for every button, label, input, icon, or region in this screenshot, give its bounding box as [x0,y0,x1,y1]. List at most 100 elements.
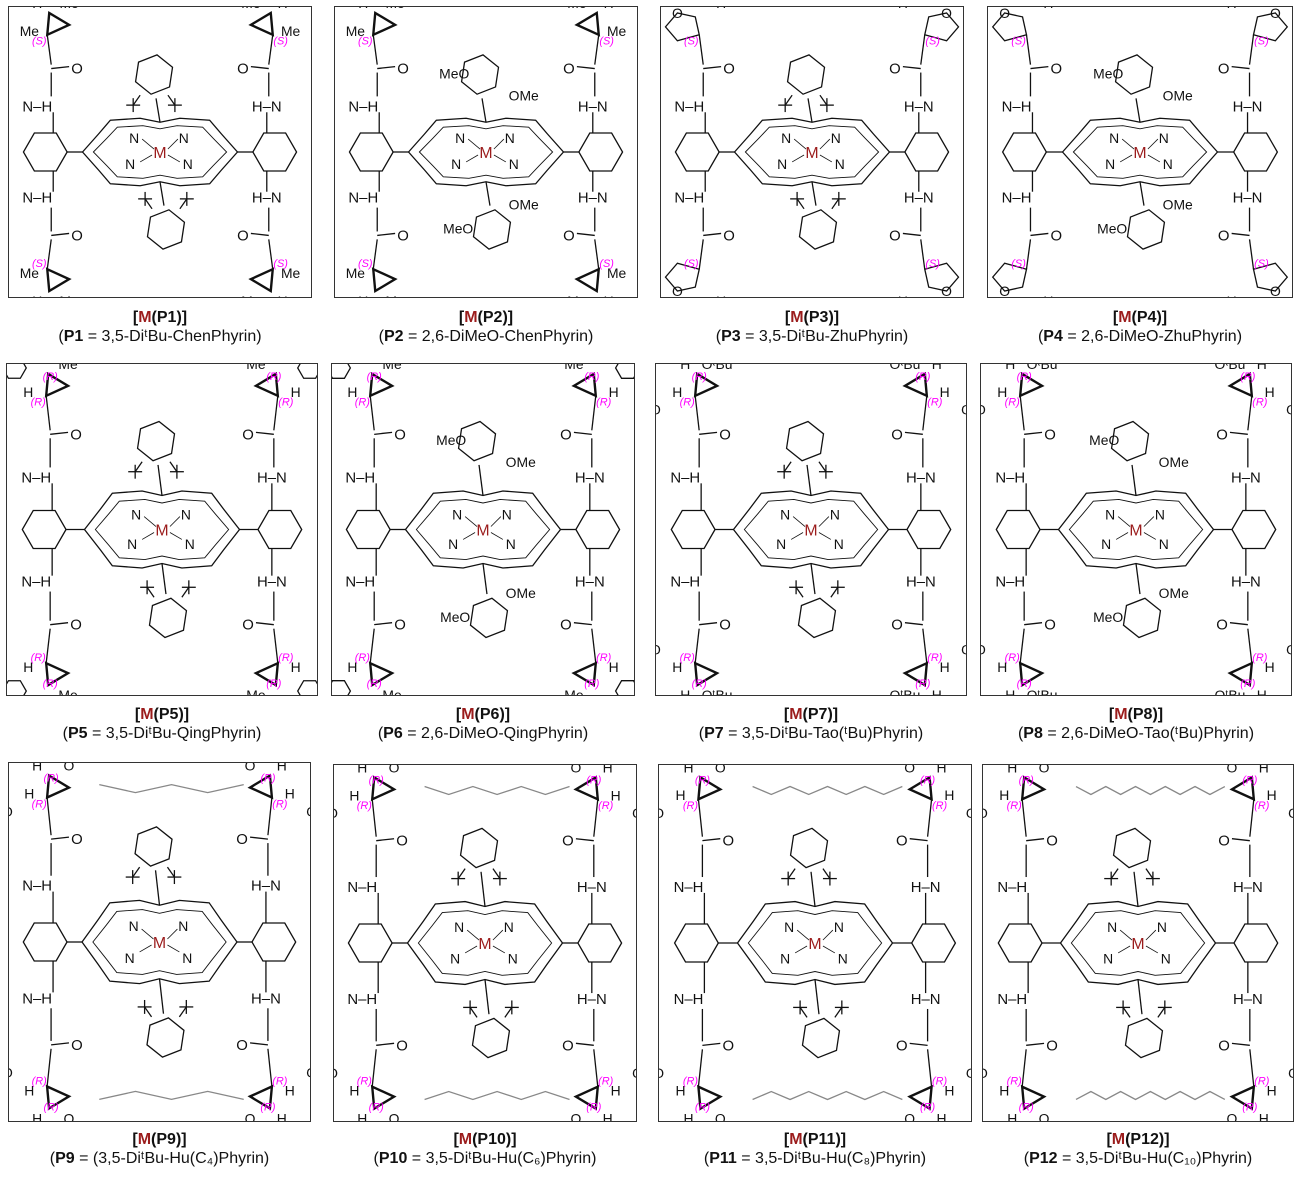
substituent-label: H [278,293,288,297]
phenyl-ring [1232,132,1279,172]
nitrogen-atom: N [830,506,840,522]
coordination-bond [1115,532,1129,540]
substituent-label: H [944,1083,954,1099]
substituent-label: H [357,765,367,775]
cyclopropane-ring [248,267,275,294]
meso-aryl-top [126,54,182,123]
chiral-arm: OHHO(R)(R) [245,1048,310,1121]
ring-oxygen-label: O [941,7,952,21]
coordination-bond [791,154,805,163]
nitrogen-atom: N [125,950,135,966]
caption-p3: [M(P3)] (P3 = 3,5-DiᵗBu-ZhuPhyrin) [716,308,908,346]
amide-nh-label: H–N [1233,992,1263,1008]
bond [376,838,395,842]
meso-aryl-bottom [140,563,196,639]
cyclopropane-ring [1020,1084,1047,1111]
carbonyl-oxygen: O [889,62,901,78]
carbonyl-oxygen: O [71,228,83,244]
substituent-label: H [604,293,614,297]
tert-butyl-bond [132,94,141,106]
bond [46,1048,52,1087]
carbonyl-oxygen: O [560,427,572,443]
amide-nh-label: N–H [22,991,52,1007]
bond [1026,838,1045,842]
stereo-descriptor: (S) [32,36,47,48]
bond [699,622,718,626]
metal-center: M [155,522,168,539]
bond [576,65,595,70]
right-phenyl-unit: H–NOOᵗBuHHO(R)(R)H–NOOᵗBuHHO(R)(R) [1213,364,1291,695]
chiral-arm: OHHO(R)(R) [659,765,726,837]
right-phenyl-unit: H–NOOHHO(R)(R)H–NOOHHO(R)(R) [892,765,971,1121]
ring-oxygen-label: O [941,283,952,297]
coordination-bond [822,945,836,954]
bond [157,464,163,496]
stereo-descriptor: (R) [695,774,710,786]
chiral-arm: HO(S) [1227,239,1289,297]
paren: ( [378,328,384,345]
aryl-ring [146,209,186,250]
bond [45,395,51,431]
bond [807,98,813,123]
cyclopropane-ring [45,267,72,294]
macrocycle-inner [418,125,554,179]
bond [1231,838,1250,842]
coordination-bond [792,516,806,527]
metal-center: M [153,935,166,952]
coordination-bond [819,138,831,150]
right-phenyl-unit: H–NOOᵗBuHHO(R)(R)H–NOOᵗBuHHO(R)(R) [888,364,966,695]
substituent-label: O [306,803,310,819]
nitrogen-atom: N [509,156,519,172]
meso-aryl-top [777,420,833,496]
amide-nh-label: N–H [345,575,375,591]
ring-oxygen-label: O [672,7,683,21]
coordination-bond [793,138,807,150]
porphyrin-complex: NNNNMMeOOMeMeOOMeN–HOOᵗBuHHO(R)(R)N–HOOᵗ… [981,364,1291,695]
bond [904,622,923,626]
nitrogen-atom: N [1101,536,1111,552]
thf-ring [664,262,701,292]
amide-nh-label: N–H [21,575,51,591]
substituent-label: Me [246,364,266,372]
carbonyl-oxygen: O [396,1038,408,1054]
nitrogen-atom: N [1155,506,1165,522]
ligand-id-bold: P4 [1043,328,1063,345]
bond [810,871,816,907]
coordination-bond [1145,929,1157,941]
meso-aryl-top [125,826,182,906]
left-phenyl-unit: N–HOOHHO(R)(R)N–HOOHHO(R)(R) [659,765,738,1121]
amide-nh-label: H–N [906,470,936,486]
bond [255,622,274,626]
amide-nh-label: N–H [670,470,700,486]
carbonyl-oxygen: O [71,1038,83,1054]
paren: ( [58,328,64,345]
nitrogen-atom: N [1159,130,1169,146]
nitrogen-atom: N [835,156,845,172]
phenyl-ring [910,923,957,963]
substituent-label: Me [567,293,587,297]
metal-symbol: M [1111,1131,1126,1148]
bond [575,1042,594,1046]
nitrogen-atom: N [506,536,516,552]
stereo-descriptor: (R) [932,1076,947,1088]
coordination-bond [493,154,507,163]
bond [480,871,486,907]
macrocycle-outline [406,900,564,986]
tert-butyl-bond [132,866,141,878]
stereo-descriptor: (R) [1252,652,1267,664]
aryl-ring [1114,54,1154,95]
stereo-descriptor: (R) [586,774,601,786]
stereo-descriptor: (R) [44,773,59,785]
phenyl-ring [21,509,67,550]
ligand-name: = 3,5-DiᵗBu-ChenPhyrin) [83,328,262,345]
macrocycle-inner [744,125,880,179]
complex-label: [M(P3)] [716,308,908,327]
coordination-bond [1145,945,1159,954]
coordination-bond [167,138,179,150]
bracket: [ [1108,706,1115,723]
